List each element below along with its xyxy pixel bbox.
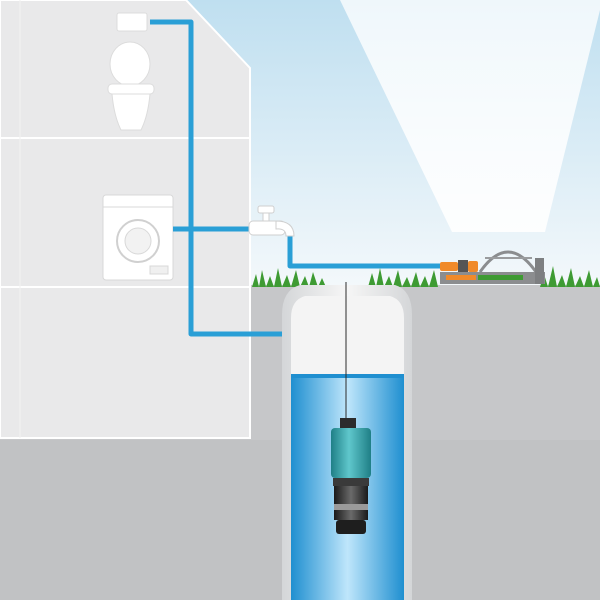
toilet-icon (107, 12, 155, 131)
submersible-pump-icon (331, 418, 371, 534)
sprinkler-spray (340, 0, 600, 232)
water-surface (291, 374, 404, 378)
sprinkler-icon (440, 250, 545, 284)
washing-machine-icon (102, 194, 174, 281)
faucet-icon (248, 205, 295, 237)
